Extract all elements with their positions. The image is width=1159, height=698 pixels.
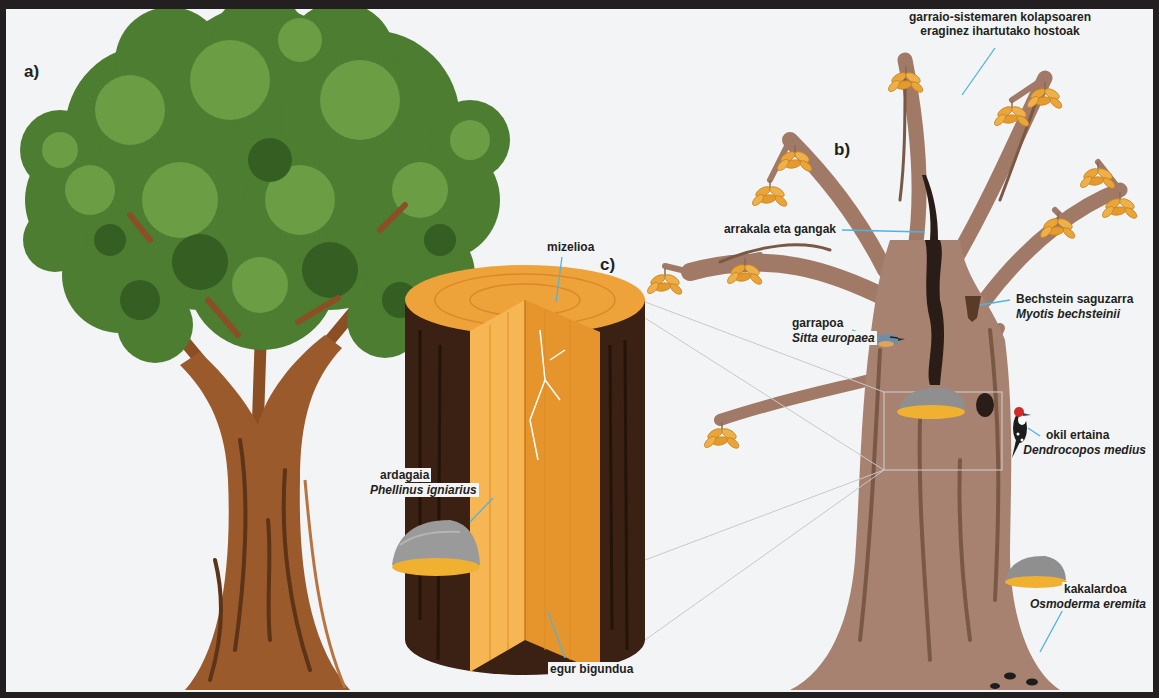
leader-lines	[470, 48, 1066, 658]
panel-letter: a)	[22, 62, 41, 82]
species-name: Myotis bechsteinii	[1014, 307, 1122, 321]
panel-letter: c)	[598, 255, 617, 275]
species-name: Dendrocopos medius	[1021, 443, 1148, 457]
callout-label: kakalardoa	[1062, 582, 1129, 596]
callout-label: okil ertaina	[1044, 428, 1111, 442]
callout-label: garrapoa	[790, 316, 845, 330]
panel-letter: b)	[832, 140, 852, 160]
species-name: Phellinus igniarius	[368, 483, 479, 497]
species-name: Osmoderma eremita	[1028, 597, 1148, 611]
dying-tree	[646, 60, 1139, 690]
callout-label: ardagaia	[378, 468, 431, 482]
species-name: Sitta europaea	[790, 331, 877, 345]
callout-label: garraio-sistemaren kolapsoaren eraginez …	[886, 10, 1115, 38]
callout-label: Bechstein saguzarra	[1014, 292, 1135, 306]
callout-label: mizelioa	[545, 240, 596, 254]
callout-label: arrakala eta gangak	[722, 222, 838, 236]
callout-label: egur bigundua	[548, 662, 635, 676]
